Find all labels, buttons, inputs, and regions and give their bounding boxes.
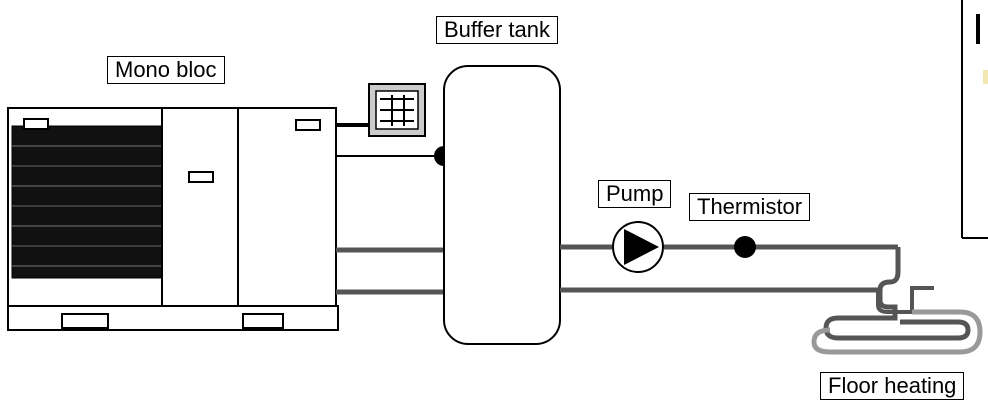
- fan-grille: [11, 125, 163, 279]
- handle-icon: [295, 119, 321, 131]
- floor-heating-label: Floor heating: [820, 372, 965, 400]
- base-plate: [7, 305, 339, 331]
- side-panel-edge: [961, 0, 988, 239]
- buffer-tank-label: Buffer tank: [436, 16, 558, 44]
- thermistor-label: Thermistor: [689, 193, 811, 221]
- mono-bloc-unit: [7, 107, 339, 331]
- pump-label: Pump: [598, 180, 672, 208]
- controller-icon: [368, 83, 426, 137]
- handle-icon: [23, 118, 49, 130]
- thermistor-icon: [734, 236, 756, 258]
- handle-icon: [188, 171, 214, 183]
- pump-icon: [612, 221, 664, 273]
- buffer-tank: [443, 65, 561, 345]
- floor-heating-coil: [811, 247, 983, 355]
- mono-bloc-label: Mono bloc: [107, 56, 225, 84]
